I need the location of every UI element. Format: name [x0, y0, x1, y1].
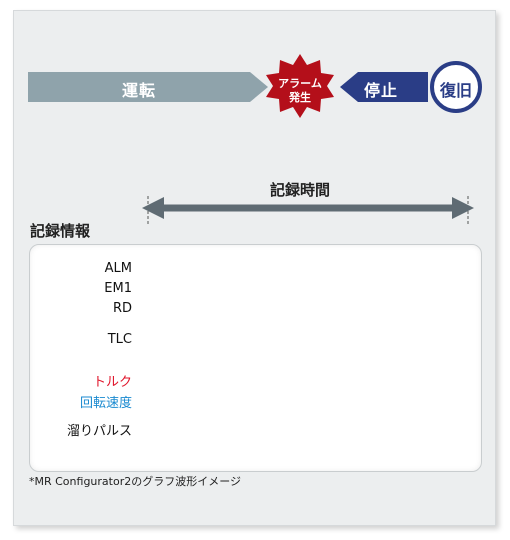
recovery-circle — [430, 61, 482, 113]
alarm-label-line1: アラーム — [278, 77, 322, 90]
record-info-label: 記録情報 — [30, 222, 91, 240]
running-arrow — [28, 72, 268, 102]
alarm-burst — [266, 54, 334, 118]
em1-label: EM1 — [104, 281, 132, 296]
alm-label: ALM — [104, 261, 132, 276]
running-label: 運転 — [122, 81, 157, 100]
speed-label: 回転速度 — [79, 396, 132, 411]
footnote: *MR Configurator2のグラフ波形イメージ — [29, 475, 242, 488]
droop-label: 溜りパルス — [66, 424, 132, 439]
stop-arrow — [340, 72, 428, 102]
recovery-label: 復旧 — [439, 81, 472, 100]
graph-area — [29, 244, 482, 472]
tlc-label: TLC — [107, 332, 132, 347]
record-time-label: 記録時間 — [270, 181, 331, 199]
alarm-label-line2: 発生 — [289, 91, 311, 104]
alarm-label: アラーム 発生 — [272, 77, 328, 105]
torque-label: トルク — [92, 375, 132, 390]
rd-label: RD — [112, 301, 132, 316]
stop-label: 停止 — [364, 81, 399, 100]
